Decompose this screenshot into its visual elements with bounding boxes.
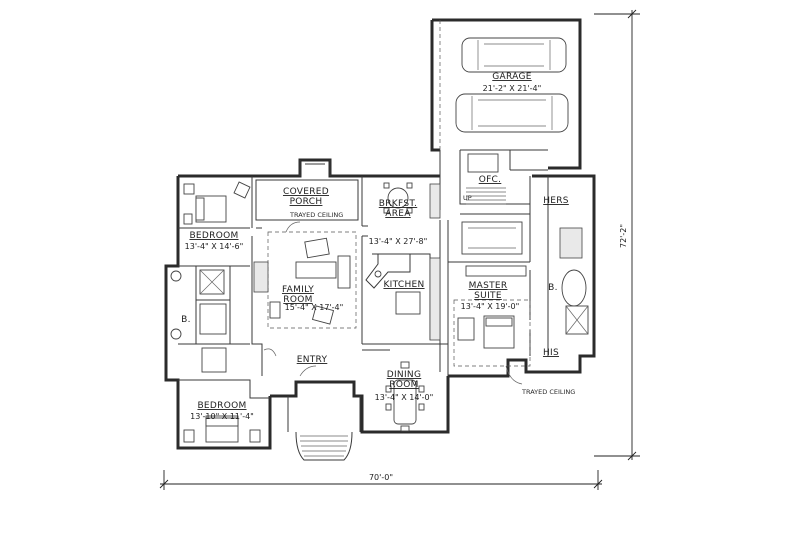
porch-details xyxy=(255,160,359,221)
garage-cars xyxy=(439,20,569,150)
left-bath-label: B. xyxy=(181,315,191,325)
bedroom-lower-label: BEDROOM xyxy=(197,401,246,411)
master-bath-label: B. xyxy=(548,283,558,293)
porch-label-2: PORCH xyxy=(290,197,323,207)
kitchen-label: KITCHEN xyxy=(383,280,424,290)
garage-label: GARAGE xyxy=(492,72,531,82)
bkfst-label-1: BRKFST. xyxy=(379,199,417,209)
dining-size: 13'-4" X 14'-0" xyxy=(375,393,434,402)
his-label: HIS xyxy=(543,348,559,358)
family-label-1: FAMILY xyxy=(282,285,314,295)
porch-label-1: COVERED xyxy=(283,187,329,197)
bkfst-label-2: AREA xyxy=(385,209,411,219)
bedroom-lower-size: 13'-10" X 11'-4" xyxy=(190,412,254,421)
kitchen-cabinets xyxy=(365,253,441,341)
bedroom-upper-size: 13'-4" X 14'-6" xyxy=(185,242,244,251)
entry-label: ENTRY xyxy=(297,355,328,365)
left-bath xyxy=(170,269,227,373)
dining-label-1: DINING xyxy=(387,370,421,380)
office-area xyxy=(429,153,506,219)
dining-label-2: ROOM xyxy=(389,380,418,390)
master-suite xyxy=(453,299,531,367)
breakfast-furniture xyxy=(383,182,413,214)
lower-bedroom-furniture xyxy=(183,415,261,443)
porch-ceiling-note: TRAYED CEILING xyxy=(289,211,343,219)
front-steps xyxy=(287,396,361,461)
garage-size: 21'-2" X 21'-4" xyxy=(483,84,542,93)
master-label-2: SUITE xyxy=(474,291,502,301)
family-label-2: ROOM xyxy=(283,295,312,305)
ofc-label: OFC. xyxy=(479,175,502,185)
dimension-lines xyxy=(159,9,640,490)
exterior-walls xyxy=(164,18,596,450)
master-ceiling-note: TRAYED CEILING xyxy=(521,388,575,396)
master-label-1: MASTER xyxy=(469,281,508,291)
entry-details xyxy=(263,348,317,377)
master-size: 13'-4" X 19'-0" xyxy=(461,302,520,311)
family-room-furniture xyxy=(253,221,357,329)
overall-width-dimension: 70'-0" xyxy=(369,473,393,482)
hers-label: HERS xyxy=(543,196,569,206)
bedroom-upper-label: BEDROOM xyxy=(189,231,238,241)
overall-depth-dimension: 72'-2" xyxy=(619,224,628,248)
upper-bedroom-furniture xyxy=(183,181,251,225)
bkfst-size: 13'-4" X 27'-8" xyxy=(369,237,428,246)
master-bath xyxy=(461,221,589,335)
family-size: 15'-4" X 17'-4" xyxy=(285,303,344,312)
dining-furniture xyxy=(385,361,425,432)
stair-up-label: UP xyxy=(463,194,472,202)
